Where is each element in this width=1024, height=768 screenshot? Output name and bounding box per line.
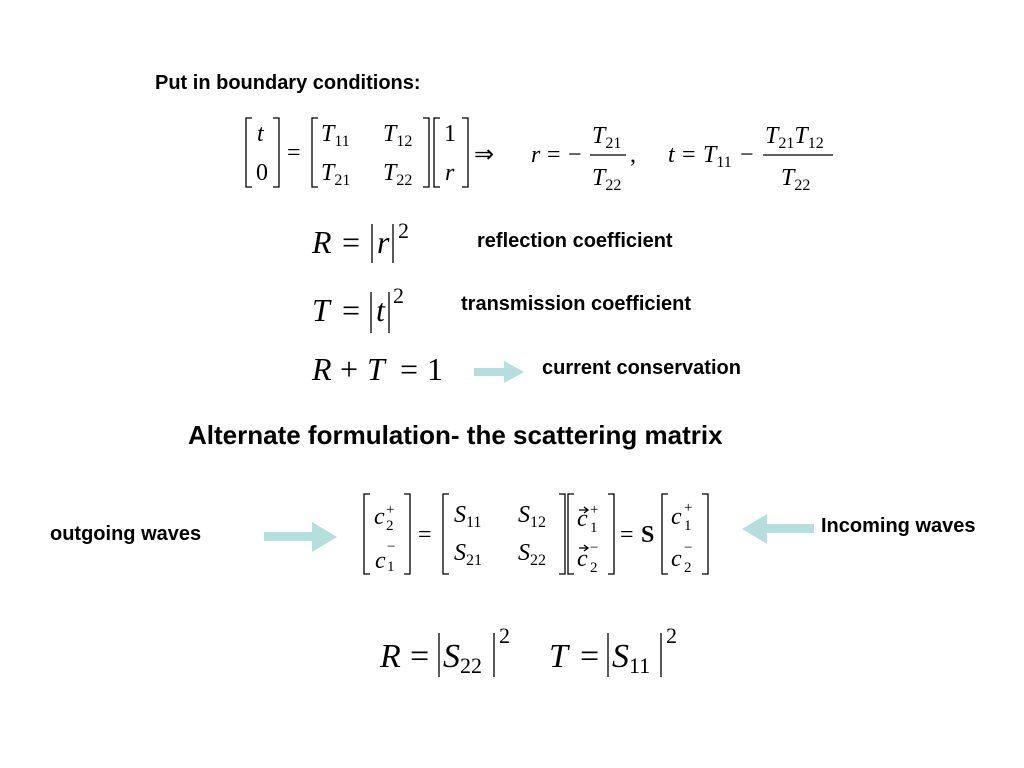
svg-text:+: + bbox=[340, 351, 358, 387]
svg-text:t: t bbox=[257, 121, 265, 147]
svg-text:=: = bbox=[620, 522, 634, 548]
svg-text:R: R bbox=[379, 638, 401, 675]
svg-text:−: − bbox=[684, 540, 692, 556]
reflection-equation: R = r 2 bbox=[311, 218, 409, 263]
svg-text:1: 1 bbox=[590, 520, 598, 536]
svg-text:T: T bbox=[549, 638, 570, 675]
svg-text:c: c bbox=[374, 504, 385, 530]
scattering-coefficients-equation: R = S22 T = S11 2 2 bbox=[379, 623, 677, 678]
svg-text:T: T bbox=[312, 292, 332, 328]
svg-text:T21T12: T21T12 bbox=[765, 123, 824, 152]
svg-text:S12: S12 bbox=[518, 502, 546, 531]
transmission-coefficient-label: transmission coefficient bbox=[461, 293, 692, 315]
svg-text:1: 1 bbox=[387, 559, 395, 575]
svg-text:R: R bbox=[311, 224, 332, 260]
svg-text:2: 2 bbox=[398, 218, 409, 243]
svg-text:c: c bbox=[671, 504, 682, 530]
svg-text:−: − bbox=[387, 539, 395, 555]
reflection-coefficient-label: reflection coefficient bbox=[477, 230, 673, 252]
svg-text:1: 1 bbox=[444, 121, 456, 147]
svg-text:T22: T22 bbox=[383, 160, 412, 189]
svg-text:=: = bbox=[547, 142, 561, 168]
svg-text:c: c bbox=[577, 546, 588, 572]
svg-text:=: = bbox=[410, 638, 429, 675]
svg-text:r: r bbox=[445, 160, 455, 186]
scattering-matrix-heading: Alternate formulation- the scattering ma… bbox=[188, 420, 723, 450]
svg-text:c: c bbox=[671, 546, 682, 572]
arrow-right-icon-outgoing bbox=[264, 522, 337, 552]
svg-text:=: = bbox=[580, 638, 599, 675]
svg-text:=: = bbox=[400, 351, 418, 387]
svg-text:T11: T11 bbox=[703, 142, 732, 171]
svg-text:−: − bbox=[740, 142, 754, 168]
svg-text:t: t bbox=[668, 142, 676, 168]
svg-text:=: = bbox=[418, 522, 432, 548]
svg-text:T21: T21 bbox=[321, 160, 350, 189]
arrow-left-icon-incoming bbox=[742, 514, 814, 544]
transmission-equation: T = t 2 bbox=[312, 283, 404, 333]
svg-text:1: 1 bbox=[684, 518, 692, 534]
svg-text:0: 0 bbox=[256, 160, 268, 186]
svg-text:2: 2 bbox=[499, 623, 510, 648]
svg-text:=: = bbox=[287, 140, 301, 166]
svg-text:R: R bbox=[311, 351, 332, 387]
svg-text:2: 2 bbox=[684, 560, 692, 576]
svg-text:−: − bbox=[568, 142, 582, 168]
svg-text:T: T bbox=[367, 351, 387, 387]
svg-text:T22: T22 bbox=[781, 165, 810, 194]
svg-text:1: 1 bbox=[427, 351, 443, 387]
svg-text:⇒: ⇒ bbox=[474, 142, 494, 168]
svg-text:r: r bbox=[531, 142, 541, 168]
arrow-right-icon bbox=[474, 361, 524, 383]
svg-text:c: c bbox=[577, 506, 588, 532]
svg-text:c: c bbox=[375, 548, 386, 574]
svg-text:2: 2 bbox=[393, 283, 404, 308]
svg-text:2: 2 bbox=[666, 623, 677, 648]
svg-text:T11: T11 bbox=[321, 121, 350, 150]
boundary-conditions-heading: Put in boundary conditions: bbox=[155, 72, 421, 94]
outgoing-waves-label: outgoing waves bbox=[50, 523, 202, 545]
scattering-matrix-equation: c + 2 c − 1 = S11 S12 S21 S22 c + 1 c − … bbox=[363, 493, 709, 576]
svg-text:r: r bbox=[377, 224, 390, 260]
svg-text:T21: T21 bbox=[592, 123, 621, 152]
svg-text:=: = bbox=[682, 142, 696, 168]
svg-text:S21: S21 bbox=[454, 540, 482, 569]
svg-text:T22: T22 bbox=[592, 165, 621, 194]
svg-text:−: − bbox=[590, 540, 598, 556]
transfer-matrix-equation bbox=[245, 117, 833, 188]
current-conservation-label: current conservation bbox=[542, 357, 741, 379]
svg-text:+: + bbox=[684, 500, 692, 516]
conservation-equation: R + T = 1 bbox=[311, 351, 443, 387]
svg-text:,: , bbox=[630, 142, 636, 168]
svg-text:S: S bbox=[641, 522, 654, 548]
svg-text:t: t bbox=[376, 292, 386, 328]
svg-text:2: 2 bbox=[386, 518, 394, 534]
svg-text:2: 2 bbox=[590, 560, 598, 576]
svg-text:S22: S22 bbox=[443, 638, 482, 678]
svg-text:S11: S11 bbox=[454, 502, 481, 531]
svg-text:S11: S11 bbox=[612, 638, 650, 678]
svg-text:S22: S22 bbox=[518, 540, 546, 569]
svg-text:=: = bbox=[342, 224, 360, 260]
svg-text:=: = bbox=[342, 292, 360, 328]
svg-text:T12: T12 bbox=[383, 121, 412, 150]
svg-text:+: + bbox=[386, 502, 394, 518]
svg-text:+: + bbox=[590, 502, 598, 518]
incoming-waves-label: Incoming waves bbox=[821, 515, 976, 537]
